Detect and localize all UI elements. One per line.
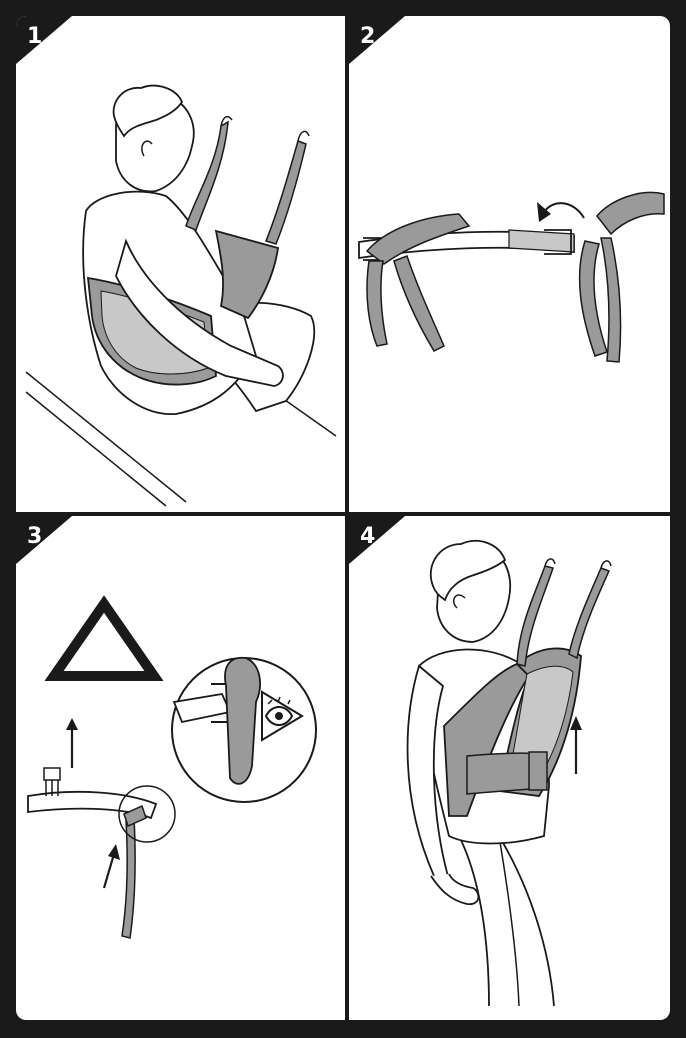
step-badge-3: 3 xyxy=(16,516,72,564)
step-number-4: 4 xyxy=(360,524,375,550)
step-badge-1: 1 xyxy=(16,16,72,64)
step-number-2: 2 xyxy=(360,24,375,50)
step-4-illustration xyxy=(349,516,670,1020)
step-2-panel: 2 xyxy=(349,16,670,512)
step-number-1: 1 xyxy=(27,24,42,50)
step-badge-4: 4 xyxy=(349,516,405,564)
step-3-panel: 3 xyxy=(16,516,345,1020)
step-1-panel: 1 xyxy=(16,16,345,512)
step-1-illustration xyxy=(16,16,345,512)
step-4-panel: 4 xyxy=(349,516,670,1020)
step-number-3: 3 xyxy=(27,524,42,550)
step-2-illustration xyxy=(349,16,670,512)
step-3-illustration xyxy=(16,516,345,1020)
step-badge-2: 2 xyxy=(349,16,405,64)
